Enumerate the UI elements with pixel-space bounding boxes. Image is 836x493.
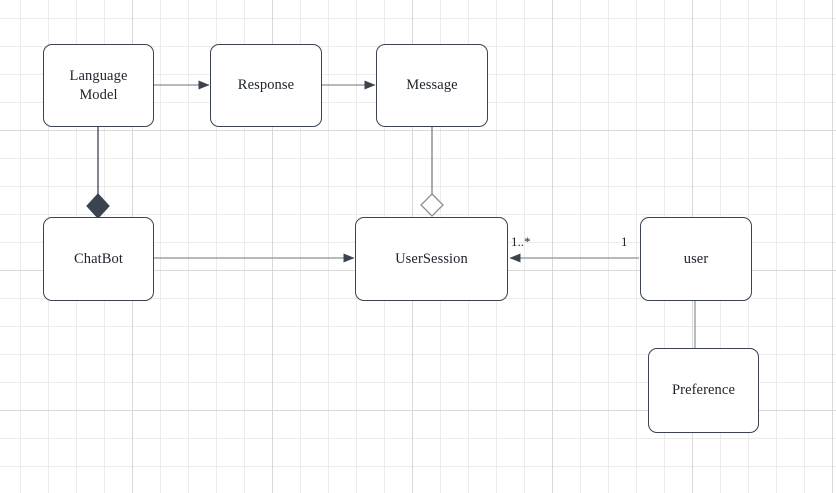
- edge-message-to-usersession: [420, 127, 444, 217]
- node-label-chatbot: ChatBot: [73, 250, 124, 267]
- filled-diamond-icon: [86, 193, 110, 219]
- node-label-response: Response: [237, 77, 295, 94]
- node-label-usersession: UserSession: [395, 250, 468, 267]
- edge-language-model-to-chatbot: [86, 127, 110, 219]
- node-usersession[interactable]: UserSession: [355, 217, 508, 301]
- node-chatbot[interactable]: ChatBot: [43, 217, 154, 301]
- node-message[interactable]: Message: [376, 44, 488, 127]
- node-language-model[interactable]: Language Model: [43, 44, 154, 127]
- node-response[interactable]: Response: [210, 44, 322, 127]
- node-label-user: user: [683, 250, 709, 267]
- node-label-language-model: Language Model: [69, 67, 128, 103]
- hollow-diamond-icon: [420, 193, 444, 217]
- node-user[interactable]: user: [640, 217, 752, 301]
- edge-label-multiplicity-many: 1..*: [511, 234, 531, 249]
- edge-label-multiplicity-one: 1: [621, 234, 628, 249]
- node-label-message: Message: [406, 77, 458, 94]
- node-preference[interactable]: Preference: [648, 348, 759, 433]
- node-label-preference: Preference: [672, 382, 735, 399]
